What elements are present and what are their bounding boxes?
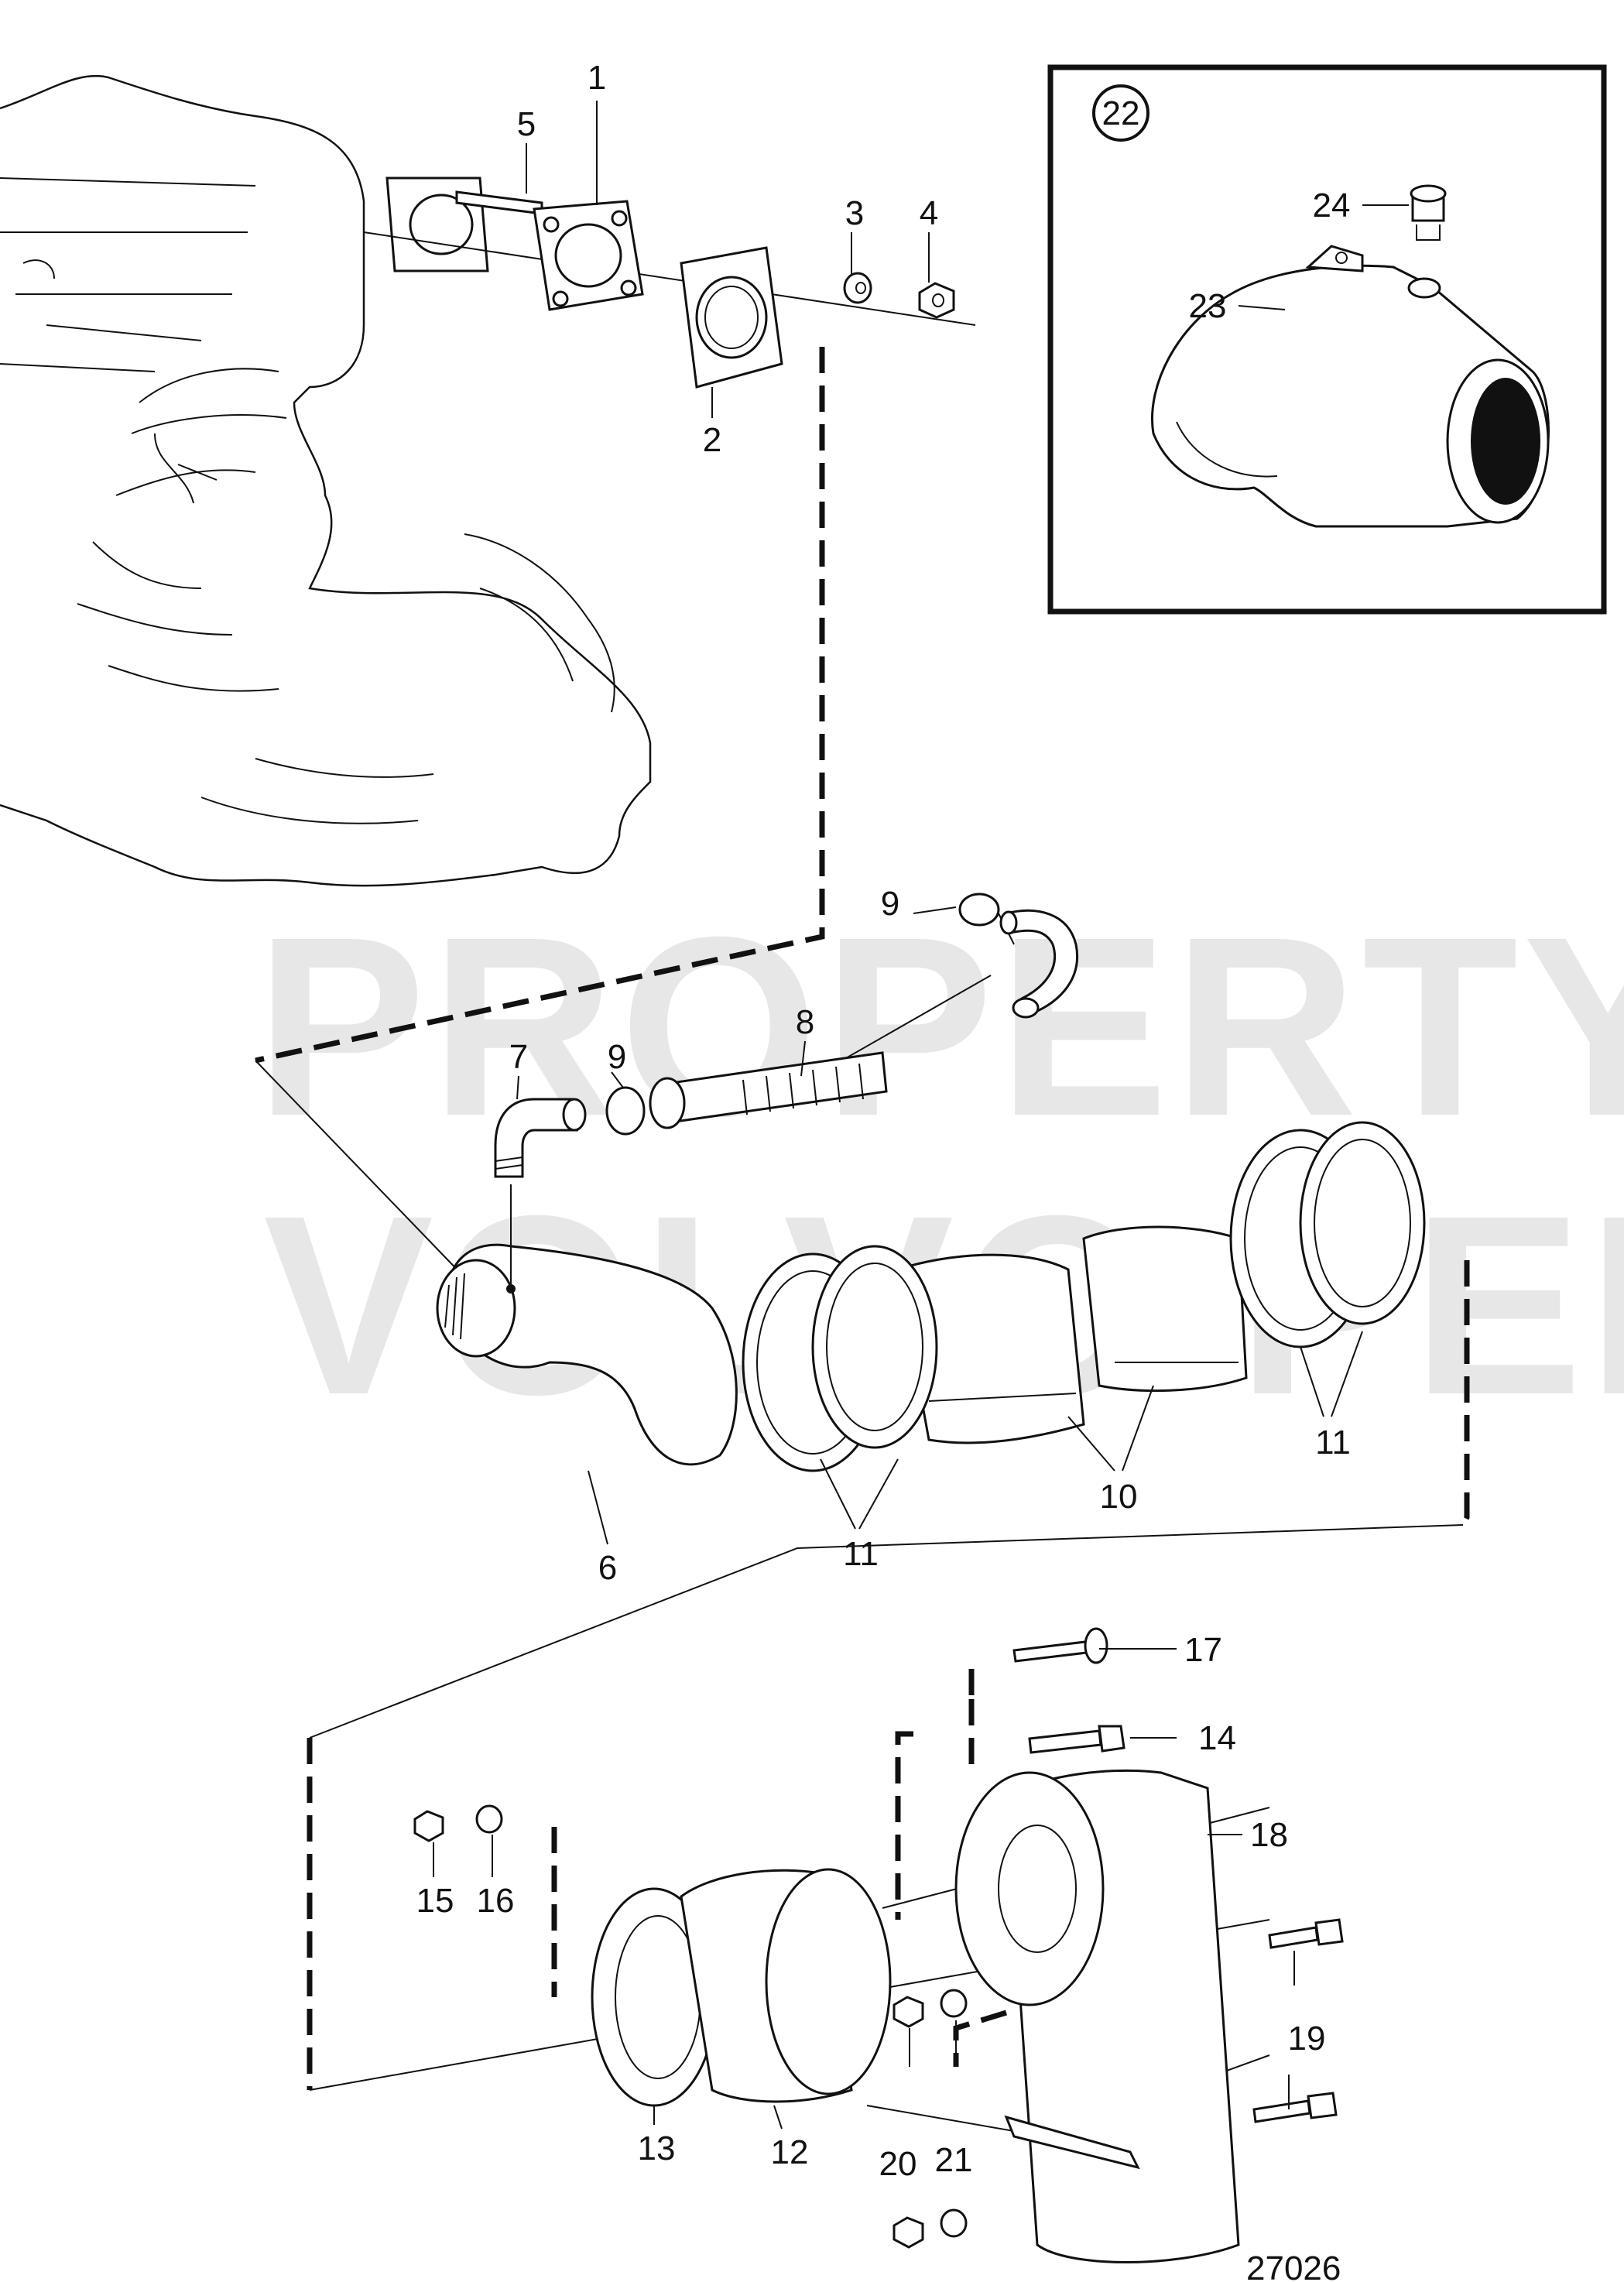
washer-16 xyxy=(475,1804,503,1834)
engine-block xyxy=(0,74,652,887)
hose-clip-lower xyxy=(605,1086,646,1136)
washer xyxy=(843,272,872,304)
callout-4: 4 xyxy=(920,194,938,232)
nut-20 xyxy=(893,1996,924,2028)
callout-leaders xyxy=(433,101,1409,2130)
callout-6: 6 xyxy=(598,1549,617,1587)
callout-21: 21 xyxy=(935,2141,973,2179)
callout-3: 3 xyxy=(845,194,864,232)
dashed-assembly-lines xyxy=(255,347,1470,2090)
washer-21 xyxy=(940,1989,968,2018)
callout-16: 16 xyxy=(477,1882,515,1920)
callout-22: 22 xyxy=(1102,94,1140,132)
callout-20: 20 xyxy=(879,2145,917,2183)
callout-17: 17 xyxy=(1184,1631,1222,1669)
callout-9b: 9 xyxy=(608,1038,626,1076)
callout-11b: 11 xyxy=(1315,1424,1351,1461)
screw-17 xyxy=(1012,1640,1095,1663)
callout-18: 18 xyxy=(1250,1816,1288,1854)
callout-9: 9 xyxy=(881,885,899,923)
callout-14: 14 xyxy=(1198,1719,1236,1757)
callout-2: 2 xyxy=(703,421,721,459)
nut xyxy=(918,282,955,319)
nut-15 xyxy=(413,1810,444,1842)
callout-15: 15 xyxy=(416,1882,454,1920)
callout-12: 12 xyxy=(771,2133,809,2171)
watermark-line-1: PROPERTY OF xyxy=(255,883,1624,1169)
callout-10: 10 xyxy=(1100,1478,1138,1516)
hose-clip xyxy=(958,893,1000,927)
inset-alternative-elbow: 22 xyxy=(1047,64,1607,615)
callout-24: 24 xyxy=(1313,187,1351,224)
bolt-19-upper xyxy=(1268,1926,1319,1949)
bracket xyxy=(1004,2115,1140,2170)
callout-13: 13 xyxy=(638,2130,676,2167)
figure-number: 27026 xyxy=(1246,2249,1341,2282)
middle-exhaust-parts xyxy=(436,893,1426,1472)
bolt-14 xyxy=(1028,1729,1102,1754)
callout-19: 19 xyxy=(1288,2020,1326,2058)
inset-number-circle xyxy=(1092,84,1149,142)
callout-5: 5 xyxy=(517,105,536,143)
callout-8: 8 xyxy=(796,1003,814,1041)
callout-7: 7 xyxy=(509,1038,528,1076)
lower-exhaust-parts xyxy=(413,1627,1344,2263)
exhaust-elbow-6 xyxy=(447,1243,738,1466)
callout-11: 11 xyxy=(843,1535,879,1573)
callout-23: 23 xyxy=(1189,287,1227,325)
callout-labels: 1 2 3 4 5 6 7 8 9 9 10 11 11 12 13 14 15… xyxy=(416,59,1351,2183)
bolt-19-lower xyxy=(1252,2099,1311,2123)
callout-1: 1 xyxy=(588,59,606,97)
